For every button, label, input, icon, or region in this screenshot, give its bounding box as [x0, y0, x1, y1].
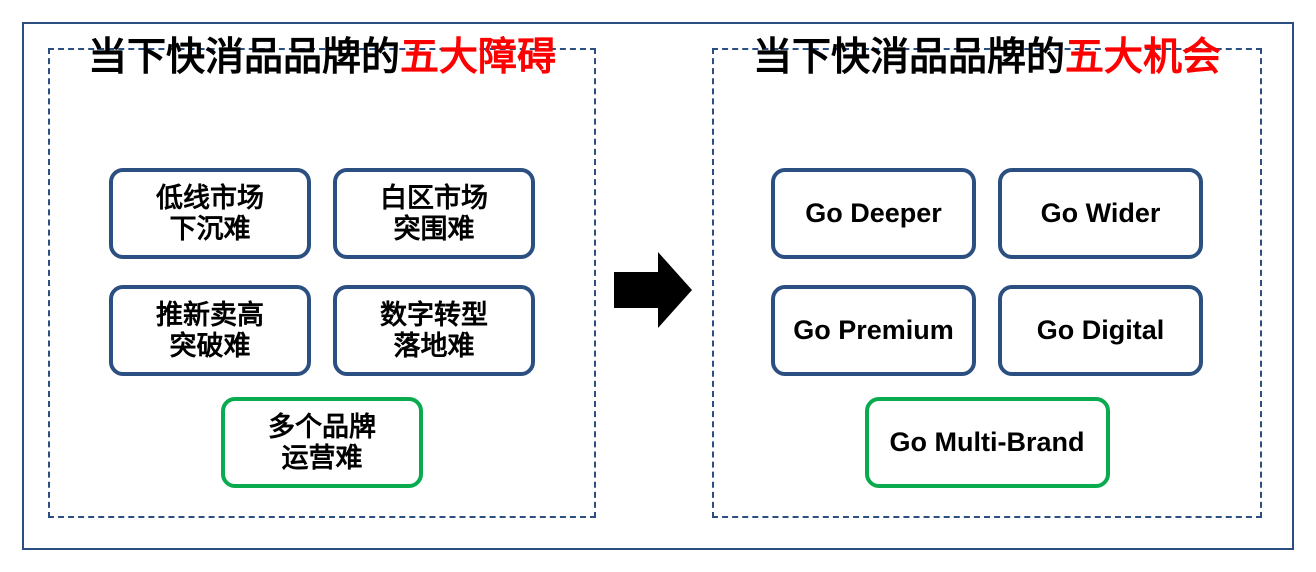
- opportunities-row-1: Go Deeper Go Wider: [712, 168, 1262, 259]
- opportunity-box-go-multi-brand-label: Go Multi-Brand: [889, 426, 1085, 457]
- obstacle-box-low-tier-market-line1: 低线市场: [156, 183, 264, 214]
- opportunity-box-go-digital[interactable]: Go Digital: [998, 285, 1203, 376]
- obstacle-box-new-product-premium-line2: 突破难: [169, 330, 251, 361]
- right-arrow-icon: [614, 252, 692, 328]
- obstacle-box-blank-area-market-line1: 白区市场: [380, 183, 488, 214]
- opportunities-row-3: Go Multi-Brand: [712, 397, 1262, 488]
- obstacle-box-digital-transformation[interactable]: 数字转型 落地难: [333, 285, 535, 376]
- obstacle-box-multi-brand-operation[interactable]: 多个品牌 运营难: [221, 397, 423, 488]
- opportunity-box-go-multi-brand[interactable]: Go Multi-Brand: [864, 397, 1110, 488]
- panel-opportunities: [712, 48, 1262, 518]
- obstacle-box-blank-area-market[interactable]: 白区市场 突围难: [333, 168, 535, 259]
- obstacle-box-multi-brand-operation-line1: 多个品牌: [268, 412, 376, 443]
- opportunities-row-2: Go Premium Go Digital: [712, 285, 1262, 376]
- opportunity-box-go-wider-label: Go Wider: [1040, 197, 1161, 228]
- obstacles-row-3: 多个品牌 运营难: [48, 397, 596, 488]
- opportunity-box-go-deeper[interactable]: Go Deeper: [771, 168, 976, 259]
- panel-obstacles-title-prefix: 当下快消品品牌的: [87, 36, 400, 79]
- obstacle-box-multi-brand-operation-line2: 运营难: [281, 442, 363, 473]
- obstacle-box-low-tier-market-line2: 下沉难: [169, 213, 251, 244]
- opportunity-box-go-premium[interactable]: Go Premium: [771, 285, 976, 376]
- obstacle-box-digital-transformation-line2: 落地难: [393, 330, 475, 361]
- panel-opportunities-title: 当下快消品品牌的五大机会: [712, 38, 1262, 77]
- opportunity-box-go-deeper-label: Go Deeper: [805, 197, 942, 228]
- obstacles-row-1: 低线市场 下沉难 白区市场 突围难: [48, 168, 596, 259]
- panel-opportunities-title-prefix: 当下快消品品牌的: [752, 36, 1065, 79]
- panel-obstacles-title: 当下快消品品牌的五大障碍: [48, 38, 596, 77]
- obstacles-row-2: 推新卖高 突破难 数字转型 落地难: [48, 285, 596, 376]
- obstacle-box-new-product-premium[interactable]: 推新卖高 突破难: [109, 285, 311, 376]
- obstacle-box-low-tier-market[interactable]: 低线市场 下沉难: [109, 168, 311, 259]
- opportunity-box-go-wider[interactable]: Go Wider: [998, 168, 1203, 259]
- panel-obstacles: [48, 48, 596, 518]
- opportunity-box-go-premium-label: Go Premium: [793, 314, 954, 345]
- panel-opportunities-title-accent: 五大机会: [1065, 36, 1222, 79]
- panel-obstacles-title-accent: 五大障碍: [400, 36, 557, 79]
- obstacle-box-blank-area-market-line2: 突围难: [393, 213, 475, 244]
- obstacle-box-digital-transformation-line1: 数字转型: [380, 300, 488, 331]
- obstacle-box-new-product-premium-line1: 推新卖高: [156, 300, 264, 331]
- opportunity-box-go-digital-label: Go Digital: [1036, 314, 1165, 345]
